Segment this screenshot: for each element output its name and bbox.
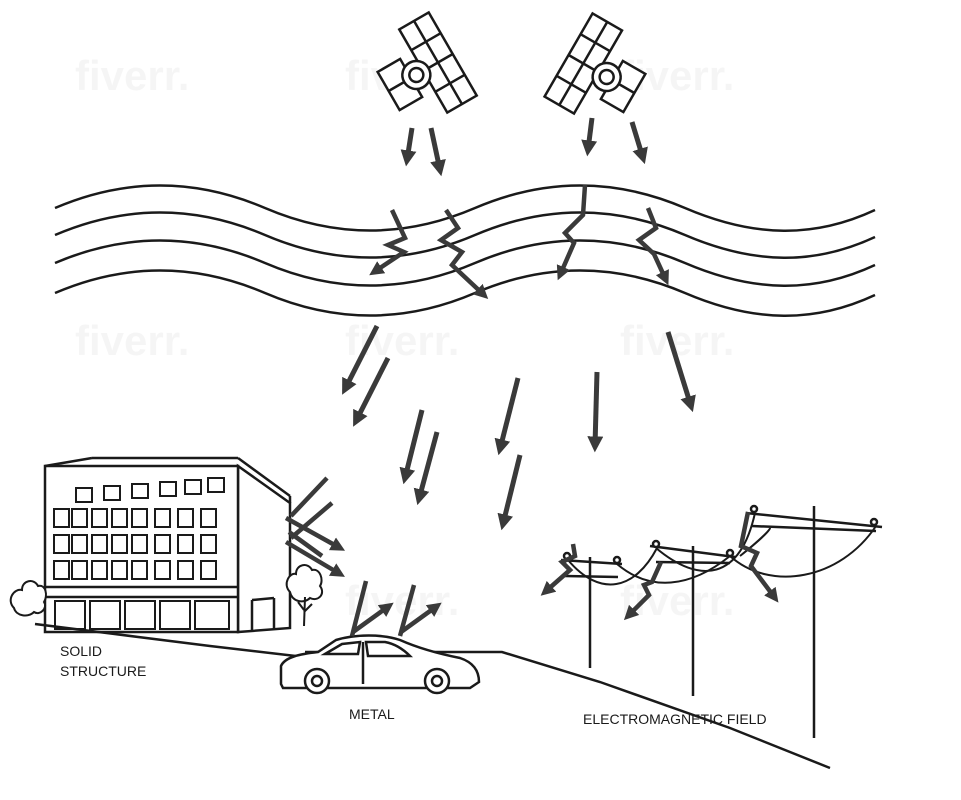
- building-window: [91, 560, 108, 580]
- satellite-icon: [542, 11, 648, 116]
- building-window: [53, 534, 70, 554]
- building-window: [200, 560, 217, 580]
- power-pole-icon: [745, 504, 883, 738]
- building-window: [131, 483, 149, 499]
- watermark: fiverr.: [620, 577, 734, 624]
- label-electromagnetic-field: ELECTROMAGNETIC FIELD: [583, 711, 767, 727]
- building-window: [131, 508, 148, 528]
- building-window: [103, 485, 121, 501]
- building-window: [71, 534, 88, 554]
- building-window: [177, 560, 194, 580]
- watermark: fiverr.: [75, 317, 189, 364]
- watermark: fiverr.: [75, 52, 189, 99]
- building-windows: [53, 477, 225, 580]
- label-solid-structure: SOLID STRUCTURE: [60, 641, 146, 681]
- building-window: [207, 477, 225, 493]
- em-field-arrows: [540, 511, 779, 621]
- building-window: [131, 534, 148, 554]
- car-icon: [279, 634, 481, 695]
- power-wires: [567, 512, 877, 586]
- car-reflection-arrows: [349, 580, 442, 637]
- building-window: [131, 560, 148, 580]
- building-window: [75, 487, 93, 503]
- power-pole-icon: [560, 551, 623, 668]
- satellite-icon: [375, 10, 479, 115]
- building-window: [154, 508, 171, 528]
- building-window: [53, 560, 70, 580]
- label-solid-line2: STRUCTURE: [60, 663, 147, 679]
- atmosphere-layer: [54, 184, 876, 317]
- label-metal: METAL: [349, 706, 395, 722]
- building-reflection-arrows: [284, 476, 346, 577]
- building-window: [159, 481, 177, 497]
- building-window: [111, 534, 128, 554]
- building-window: [53, 508, 70, 528]
- building-window: [111, 560, 128, 580]
- label-solid-line1: SOLID: [60, 643, 103, 659]
- ground-signal-arrows: [342, 324, 696, 531]
- building-window: [91, 508, 108, 528]
- building-window: [91, 534, 108, 554]
- building-doors: [54, 600, 230, 630]
- power-pole-icon: [649, 539, 736, 696]
- building-window: [71, 560, 88, 580]
- ground-lines: [34, 622, 831, 770]
- building-window: [154, 560, 171, 580]
- building-window: [111, 508, 128, 528]
- building-window: [71, 508, 88, 528]
- tree-icon: [9, 580, 47, 617]
- building-window: [184, 479, 202, 495]
- satellite-signal-arrows: [400, 117, 648, 177]
- building-window: [200, 508, 217, 528]
- building-window: [154, 534, 171, 554]
- building-window: [177, 508, 194, 528]
- tree-icon: [285, 564, 324, 627]
- refracted-signal-arrows: [369, 184, 669, 299]
- building-window: [200, 534, 217, 554]
- building-window: [177, 534, 194, 554]
